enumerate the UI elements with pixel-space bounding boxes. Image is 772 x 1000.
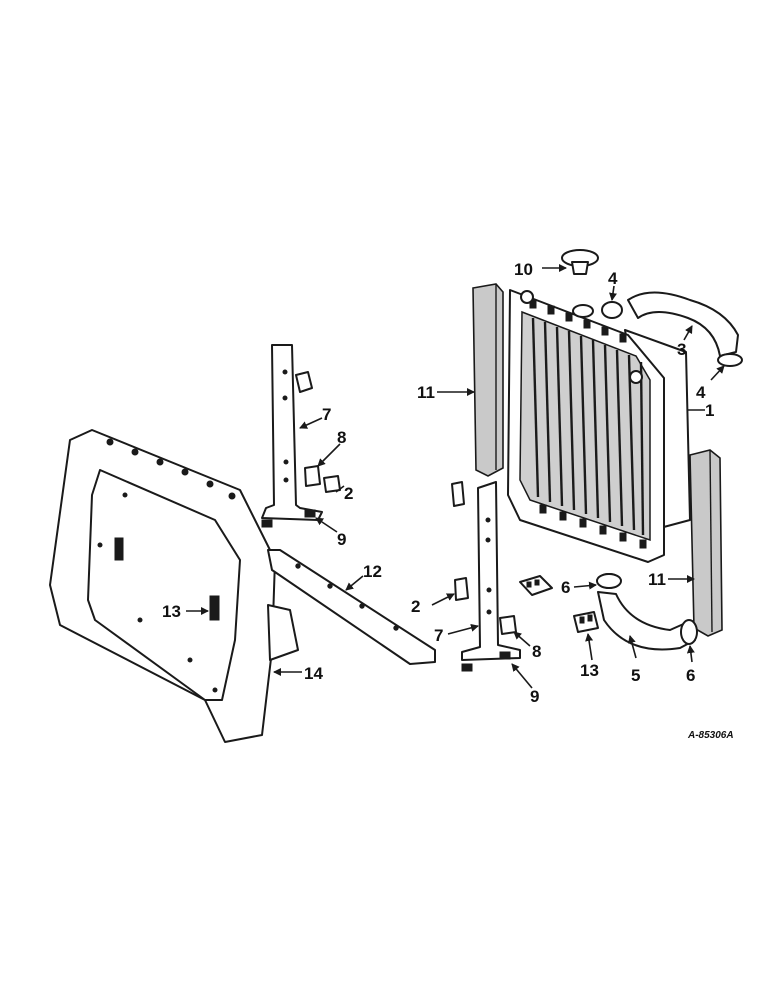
callout-2-right: 2: [411, 597, 420, 616]
radiator-shroud: [49, 429, 299, 743]
callout-6-upper: 6: [561, 578, 570, 597]
callout-3: 3: [677, 340, 686, 359]
callout-8-right: 8: [532, 642, 541, 661]
radiator-cap: [561, 249, 599, 275]
callout-14: 14: [304, 664, 323, 683]
callout-5: 5: [631, 666, 640, 685]
callout-11-right: 11: [648, 570, 666, 589]
callout-1: 1: [705, 401, 714, 420]
callout-8-left: 8: [337, 428, 346, 447]
callout-6-right: 6: [686, 666, 695, 685]
callout-4-top: 4: [608, 269, 618, 288]
callout-4-right: 4: [696, 383, 706, 402]
seal-block-lower: [573, 611, 599, 633]
callout-13-left: 13: [162, 602, 181, 621]
callout-11-left: 11: [417, 383, 435, 402]
upper-hose: [627, 291, 743, 367]
lower-bracket: [267, 549, 436, 665]
callout-13-right: 13: [580, 661, 599, 680]
seal-block-upper: [519, 575, 553, 596]
callouts: 10 4 3 4 1 11 11 7 8 2 9 12 13 14 2 7 8 …: [162, 260, 714, 706]
lower-hose: [597, 591, 698, 651]
callout-10: 10: [514, 260, 533, 279]
leader-lines: [186, 264, 725, 689]
callout-7-left: 7: [322, 405, 331, 424]
left-support-rod: [261, 344, 341, 528]
foam-strip-right: [689, 449, 723, 637]
hose-clamp-upper: [596, 573, 622, 589]
right-support-rod: [451, 481, 521, 672]
callout-9-left: 9: [337, 530, 346, 549]
reference-code: A-85306A: [687, 730, 734, 741]
callout-7-right: 7: [434, 626, 443, 645]
callout-2-left: 2: [344, 484, 353, 503]
callout-9-right: 9: [530, 687, 539, 706]
radiator: [507, 289, 691, 589]
foam-strip-left: [472, 283, 504, 477]
callout-12: 12: [363, 562, 382, 581]
